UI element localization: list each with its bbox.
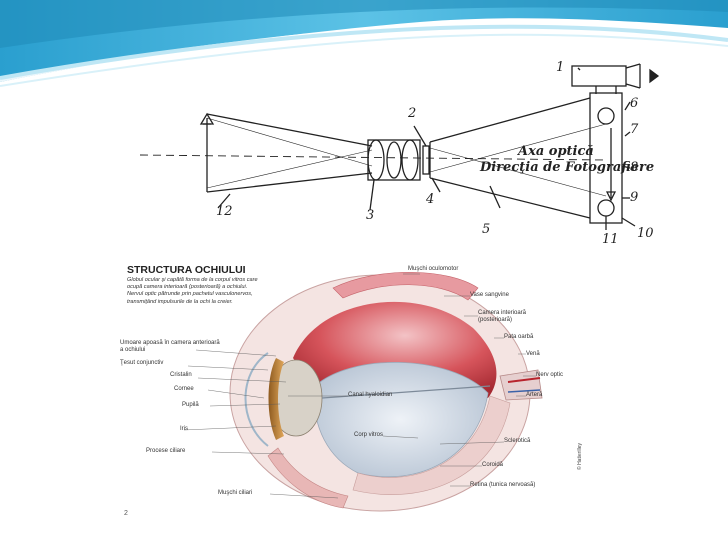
- camera-label-9: 9: [630, 190, 638, 205]
- eye-diagram-title: STRUCTURA OCHIULUI: [127, 264, 246, 276]
- label-optic-nerve: Nerv optic: [536, 372, 563, 379]
- label-ciliary-processes: Procese ciliare: [146, 448, 185, 455]
- label-iris: Iris: [180, 426, 188, 433]
- image-credit: © Hatierilley: [577, 443, 583, 470]
- camera-label-12: 12: [216, 204, 233, 219]
- label-vitreous-body: Corp vitros: [354, 432, 383, 439]
- camera-label-3: 3: [366, 208, 374, 223]
- camera-label-2: 2: [408, 106, 416, 121]
- camera-diagram: 1 2 3 4 5 6 7 8 9 10 11 12 Axa optică Di…: [110, 58, 670, 253]
- camera-label-7: 7: [630, 122, 638, 137]
- camera-label-4: 4: [426, 192, 434, 207]
- label-connective-tissue: Ţesut conjunctiv: [120, 360, 163, 367]
- label-blind-spot: Pata oarbă: [504, 334, 533, 341]
- camera-label-1: 1: [556, 60, 564, 75]
- page-number: 2: [124, 510, 128, 517]
- camera-label-5: 5: [482, 222, 490, 237]
- label-ciliary-muscles: Muşchi ciliari: [218, 490, 252, 497]
- photo-direction-text: Direcţia de Fotografiere: [480, 160, 654, 175]
- label-inner-chamber: Camera interioară (posterioară): [478, 310, 548, 324]
- eye-diagram-description: Globul ocular şi capătă forma de la corp…: [127, 277, 262, 306]
- label-cornea: Cornee: [174, 386, 194, 393]
- label-sclera: Sclerotică: [504, 438, 530, 445]
- label-blood-vessels: Vase sangvine: [470, 292, 509, 299]
- label-retina: Retina (tunica nervoasă): [470, 482, 535, 489]
- camera-label-10: 10: [637, 226, 654, 241]
- optical-axis-text: Axa optică: [518, 144, 594, 159]
- label-artery: Arteră: [526, 392, 542, 399]
- label-hyaloid-canal: Canal hyaloidian: [348, 392, 392, 399]
- label-lens: Cristalin: [170, 372, 192, 379]
- label-choroid: Coroidă: [482, 462, 503, 469]
- label-vein: Venă: [526, 351, 540, 358]
- camera-label-6: 6: [630, 96, 638, 111]
- label-pupil: Pupilă: [182, 402, 199, 409]
- label-oculomotor-muscle: Muşchi oculomotor: [408, 266, 458, 273]
- label-aqueous-humor: Umoare apoasă în camera anterioară a och…: [120, 340, 224, 354]
- camera-label-11: 11: [602, 232, 619, 247]
